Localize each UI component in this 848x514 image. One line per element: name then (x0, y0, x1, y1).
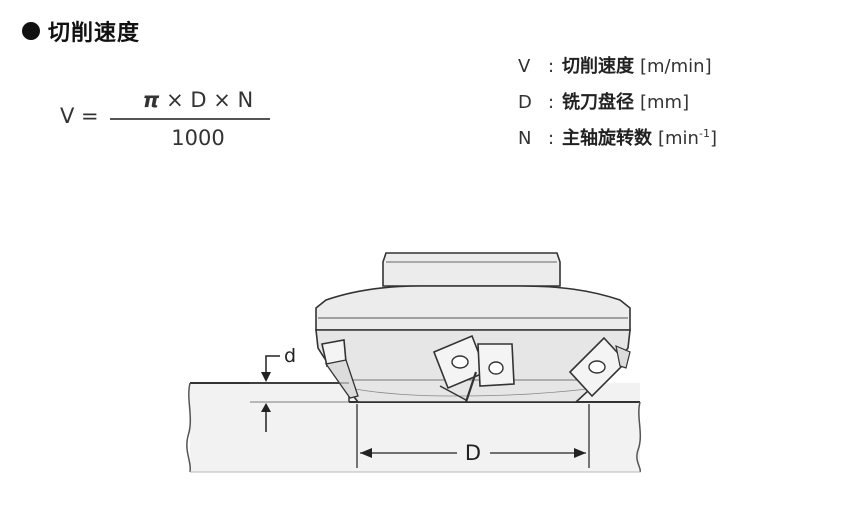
legend-row-v: V : 切削速度 [m/min] (518, 52, 717, 88)
legend-colon: : (548, 56, 555, 77)
section-heading: 切削速度 (22, 14, 140, 48)
legend-colon: : (548, 128, 555, 149)
insert-left (321, 339, 359, 399)
depth-of-cut-dimension: d (250, 345, 349, 432)
insert-right (568, 336, 631, 398)
depth-label: d (284, 345, 296, 367)
insert-center-left (432, 334, 488, 401)
legend-symbol: V (518, 56, 531, 77)
legend-row-n: N : 主轴旋转数 [min-1] (518, 124, 717, 160)
legend-unit: [min-1] (658, 127, 717, 149)
legend-unit: [mm] (640, 92, 690, 113)
fraction-bar (110, 118, 270, 120)
legend-symbol: N (518, 128, 532, 149)
insert-center (464, 343, 515, 403)
legend-unit-prefix: [min (658, 128, 699, 149)
formula-pi: π (142, 88, 160, 112)
diameter-dimension: D (356, 404, 590, 468)
bullet-icon (22, 22, 40, 40)
formula-denominator: 1000 (171, 126, 225, 150)
formula-numerator: π × D × N (128, 88, 268, 112)
diameter-label: D (465, 441, 481, 465)
legend-description: 切削速度 (562, 56, 634, 77)
legend-description: 主轴旋转数 (562, 128, 652, 149)
legend-unit-superscript: -1 (698, 127, 710, 140)
legend-row-d: D : 铣刀盘径 [mm] (518, 88, 717, 124)
legend-unit: [m/min] (640, 56, 712, 77)
formula-lhs: V = (60, 104, 99, 128)
legend-description: 铣刀盘径 (562, 92, 634, 113)
legend-unit-suffix: ] (709, 128, 717, 149)
formula-numerator-rest: × D × N (159, 88, 254, 112)
heading-title: 切削速度 (48, 21, 141, 46)
legend-colon: : (548, 92, 555, 113)
cutting-speed-formula: V = π × D × N 1000 (60, 82, 280, 162)
legend-symbol: D (518, 92, 532, 113)
variable-legend: V : 切削速度 [m/min] D : 铣刀盘径 [mm] N : 主轴旋转数… (518, 52, 717, 160)
cutting-inserts (321, 334, 631, 403)
